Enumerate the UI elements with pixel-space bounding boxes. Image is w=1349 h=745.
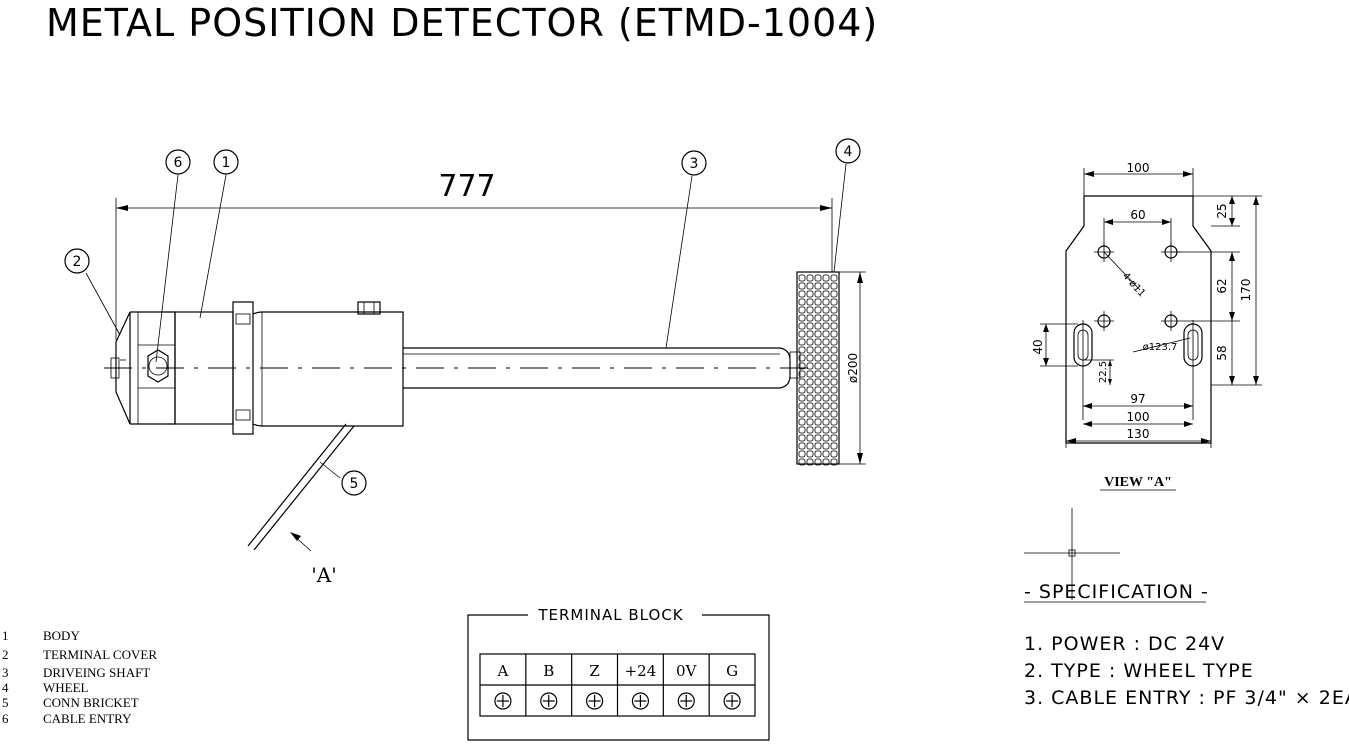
dim-overall-width: 130 — [1127, 427, 1150, 441]
svg-text:2: 2 — [2, 647, 9, 662]
dim-slot-offset: 22.5 — [1098, 361, 1109, 383]
legend-body: BODY — [43, 628, 80, 643]
bubble-6: 6 — [165, 149, 191, 175]
terminal-block-title: TERMINAL BLOCK — [537, 606, 683, 624]
dim-top-width: 100 — [1127, 161, 1150, 175]
bubble-2: 2 — [64, 248, 90, 274]
leader-lines — [85, 163, 847, 479]
terminal-label: A — [496, 662, 508, 680]
legend-wheel: WHEEL — [43, 680, 89, 695]
legend-cable-entry: CABLE ENTRY — [43, 711, 132, 726]
length-value: 777 — [438, 169, 495, 204]
dim-hole-vertical: 62 — [1215, 278, 1229, 293]
wheel-diameter-value: ø200 — [846, 353, 860, 383]
legend-driving-shaft: DRIVEING SHAFT — [43, 665, 150, 680]
svg-text:3: 3 — [2, 665, 9, 680]
spec-title: - SPECIFICATION - — [1024, 581, 1209, 603]
svg-text:1: 1 — [222, 155, 231, 171]
view-a-label: VIEW "A" — [1104, 475, 1172, 490]
terminal-label: Z — [589, 662, 599, 680]
dim-lower-height: 58 — [1215, 345, 1229, 360]
terminal-block: TERMINAL BLOCK A B Z +24 0V G — [467, 606, 770, 741]
length-dimension: 777 — [115, 169, 833, 340]
svg-text:4: 4 — [2, 680, 9, 695]
terminal-screw-icon — [494, 692, 512, 710]
dim-bottom-width: 100 — [1127, 410, 1150, 424]
wheel-diameter-dimension: ø200 — [839, 271, 866, 465]
detector-side-view — [104, 271, 840, 551]
svg-text:3: 3 — [690, 156, 699, 172]
dim-hole-spec: 4-ø11 — [1120, 271, 1147, 300]
bubble-5: 5 — [341, 470, 367, 496]
drawing-title: METAL POSITION DETECTOR (ETMD-1004) — [46, 1, 878, 45]
bubble-3: 3 — [681, 150, 707, 176]
specification-block: - SPECIFICATION - 1. POWER : DC 24V 2. T… — [1024, 581, 1349, 709]
dim-top-offset: 25 — [1215, 203, 1229, 218]
parts-legend: 1 BODY 2 TERMINAL COVER 3 DRIVEING SHAFT… — [2, 628, 157, 726]
dim-hole-spacing: 60 — [1130, 208, 1145, 222]
bubble-4: 4 — [835, 138, 861, 164]
view-a-marker: 'A' — [311, 563, 336, 587]
legend-terminal-cover: TERMINAL COVER — [43, 647, 157, 662]
svg-text:2: 2 — [73, 254, 82, 270]
terminal-label: +24 — [625, 662, 657, 680]
terminal-screw-icon — [631, 692, 650, 710]
dim-slot-height: 40 — [1031, 339, 1045, 354]
terminal-screw-icon — [723, 692, 741, 710]
dim-total-height: 170 — [1239, 279, 1253, 302]
svg-text:5: 5 — [2, 695, 9, 710]
svg-text:5: 5 — [350, 476, 359, 492]
spec-item-cable-entry: 3. CABLE ENTRY : PF 3/4" × 2EA — [1024, 687, 1349, 709]
svg-text:6: 6 — [2, 711, 9, 726]
legend-conn-bracket: CONN BRICKET — [43, 695, 139, 710]
spec-item-type: 2. TYPE : WHEEL TYPE — [1024, 660, 1254, 682]
spec-item-power: 1. POWER : DC 24V — [1024, 633, 1225, 655]
terminal-label: 0V — [676, 662, 698, 680]
svg-text:4: 4 — [844, 144, 853, 160]
terminal-screw-icon — [585, 692, 604, 710]
terminal-label: G — [726, 662, 738, 680]
view-a-drawing: 100 60 25 62 58 170 4-ø11 ø123.7 — [1031, 161, 1262, 491]
dim-slot-spacing: 97 — [1130, 392, 1145, 406]
terminal-screw-icon — [677, 692, 695, 710]
bubble-1: 1 — [213, 149, 239, 175]
view-a-arrow: 'A' — [290, 532, 337, 587]
terminal-screw-icon — [540, 692, 558, 710]
dim-pcd: ø123.7 — [1143, 342, 1178, 353]
terminal-label: B — [543, 662, 554, 680]
svg-text:1: 1 — [2, 628, 9, 643]
crosshair-marker — [1024, 508, 1120, 600]
svg-text:6: 6 — [174, 155, 183, 171]
